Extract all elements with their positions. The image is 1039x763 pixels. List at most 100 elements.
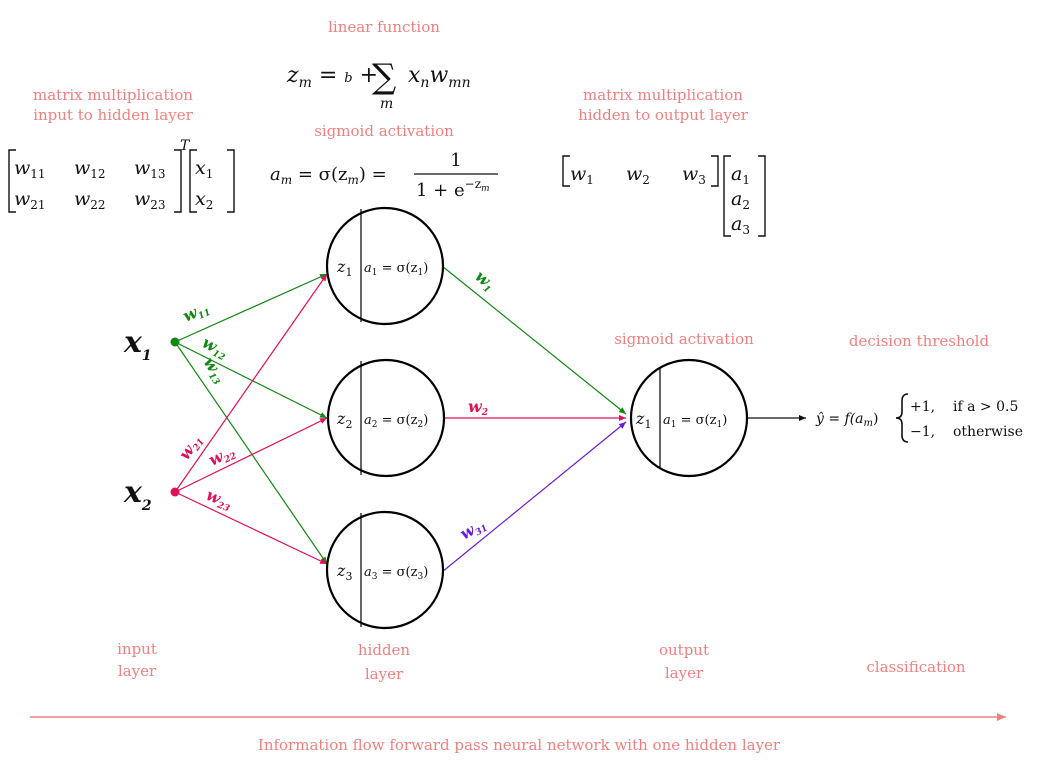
vector-a1: a1 (731, 163, 750, 187)
edge-x2-h2 (174, 417, 328, 493)
matrix-in-r2c2: w22 (74, 188, 106, 212)
decision-case1-value: +1, (910, 399, 935, 415)
edge-x1-h2 (174, 341, 328, 419)
matrix-out-c2: w2 (626, 163, 650, 187)
weight-label-w22: w22 (206, 441, 239, 471)
caption-sigmoid-activation-output: sigmoid activation (614, 330, 754, 348)
sig-mid: = σ(z (292, 164, 347, 185)
sig-numerator: 1 (450, 150, 461, 171)
edges-hidden-to-output (441, 265, 806, 573)
matrix-in-r1c2: w12 (74, 157, 106, 181)
edges-input-to-hidden (174, 273, 328, 565)
sig-lhs: a (270, 164, 281, 185)
hidden-node-1: z1 a1 = σ(z1) (325, 206, 445, 326)
input-dot-x1 (170, 337, 180, 347)
hidden-node-2-circle (326, 358, 446, 478)
decision-brace (895, 393, 909, 443)
sig-denominator: 1 + e (416, 180, 465, 201)
hidden-node-1-circle (325, 206, 445, 326)
hidden-node-3: z3 a3 = σ(z3) (325, 510, 445, 630)
edge-x2-h3 (174, 491, 328, 565)
caption-input-layer-2: layer (118, 662, 157, 680)
caption-classification: classification (866, 658, 966, 676)
hidden-node-2-z: z2 (336, 409, 352, 431)
matrix-in-transpose: T (180, 138, 191, 154)
caption-matrix-out-line2: hidden to output layer (578, 106, 749, 124)
matrix-out-c1: w1 (570, 163, 594, 187)
linear-term: x (408, 63, 421, 88)
caption-matrix-in-line1: matrix multiplication (33, 86, 193, 104)
input-node-x2: x2 (123, 475, 180, 514)
vector-x1: x1 (195, 157, 213, 181)
sig-mid-end: ) = (359, 164, 387, 185)
linear-eq: = (312, 63, 344, 88)
input-label-x2: x2 (123, 475, 152, 514)
svg-text:1 + e−zm: 1 + e−zm (416, 177, 490, 201)
vector-x-left-bracket (189, 149, 197, 213)
hidden-node-3-z: z3 (336, 561, 352, 583)
caption-output-layer-2: layer (665, 664, 704, 682)
matrix-hidden-to-output: w1 w2 w3 a1 a2 a3 (562, 155, 766, 237)
caption-input-layer-1: input (117, 640, 157, 658)
caption-hidden-layer-1: hidden (358, 641, 411, 659)
caption-matrix-in-line2: input to hidden layer (33, 106, 193, 124)
linear-b: b (344, 71, 352, 86)
input-node-x1: x1 (123, 325, 180, 364)
linear-function-formula: zm = b + ∑ m xnwmn (286, 57, 471, 112)
edge-x2-h1 (174, 273, 328, 493)
linear-sum-symbol: ∑ (372, 57, 396, 97)
svg-text:am = σ(zm) =: am = σ(zm) = (270, 164, 387, 187)
vector-x2: x2 (195, 188, 213, 212)
edge-x1-h3 (174, 341, 328, 565)
caption-linear-function: linear function (328, 18, 440, 36)
hidden-node-2: z2 a2 = σ(z2) (326, 358, 446, 478)
matrix-out-c3: w3 (682, 163, 706, 187)
sig-den-sup: −z (465, 177, 481, 191)
vector-a-left-bracket (723, 155, 731, 237)
hidden-node-2-activation: a2 = σ(z2) (364, 413, 428, 430)
input-dot-x2 (170, 487, 180, 497)
hidden-node-3-activation: a3 = σ(z3) (364, 565, 428, 582)
hidden-node-3-circle (325, 510, 445, 630)
vector-x-right-bracket (227, 149, 235, 213)
output-node: z1 a1 = σ(z1) (629, 358, 749, 478)
matrix-out-left-bracket (562, 155, 570, 187)
decision-case2-condition: otherwise (953, 424, 1023, 440)
weight-label-w21: w21 (175, 431, 207, 465)
caption-output-layer-1: output (659, 641, 709, 659)
linear-term-sub1: n (420, 75, 429, 91)
linear-lhs: z (286, 63, 299, 88)
linear-term-sub2: mn (448, 75, 470, 91)
caption-decision-threshold: decision threshold (849, 332, 990, 350)
weight-label-w1: w1 (470, 267, 499, 296)
svg-text:ŷ = f(am): ŷ = f(am) (815, 410, 878, 429)
decision-case1-condition: if a > 0.5 (953, 399, 1018, 415)
matrix-out-right-bracket (711, 155, 719, 187)
weight-label-w2: w2 (468, 397, 488, 418)
sigmoid-formula: am = σ(zm) = 1 1 + e−zm (270, 150, 498, 201)
caption-sigmoid-activation-top: sigmoid activation (314, 122, 454, 140)
matrix-in-right-bracket (174, 149, 182, 213)
matrix-in-r2c3: w23 (134, 188, 166, 212)
weight-label-w23: w23 (203, 485, 235, 514)
caption-flow: Information flow forward pass neural net… (258, 736, 781, 754)
decision-case2-value: −1, (910, 424, 935, 440)
caption-matrix-out-line1: matrix multiplication (583, 86, 743, 104)
caption-hidden-layer-2: layer (365, 665, 404, 683)
decision-function: ŷ = f(am) +1, if a > 0.5 −1, otherwise (815, 393, 1023, 443)
linear-plus: + (353, 63, 378, 88)
matrix-in-r1c1: w11 (14, 157, 46, 181)
hidden-node-1-z: z1 (336, 257, 352, 279)
vector-a-right-bracket (758, 155, 766, 237)
edge-h1-out (441, 265, 627, 415)
matrix-in-r1c3: w13 (134, 157, 166, 181)
vector-a2: a2 (731, 188, 750, 212)
weight-label-w31: w31 (457, 514, 490, 545)
weight-label-w11: w11 (180, 298, 213, 328)
svg-text:zm = b +: zm = b + (286, 63, 378, 91)
linear-term2: w (429, 63, 448, 88)
matrix-in-left-bracket (8, 149, 16, 213)
matrix-input-to-hidden: w11 w12 w13 w21 w22 w23 T x1 x2 (8, 138, 235, 213)
input-label-x1: x1 (123, 325, 152, 364)
sig-mid-sub: m (347, 173, 358, 187)
